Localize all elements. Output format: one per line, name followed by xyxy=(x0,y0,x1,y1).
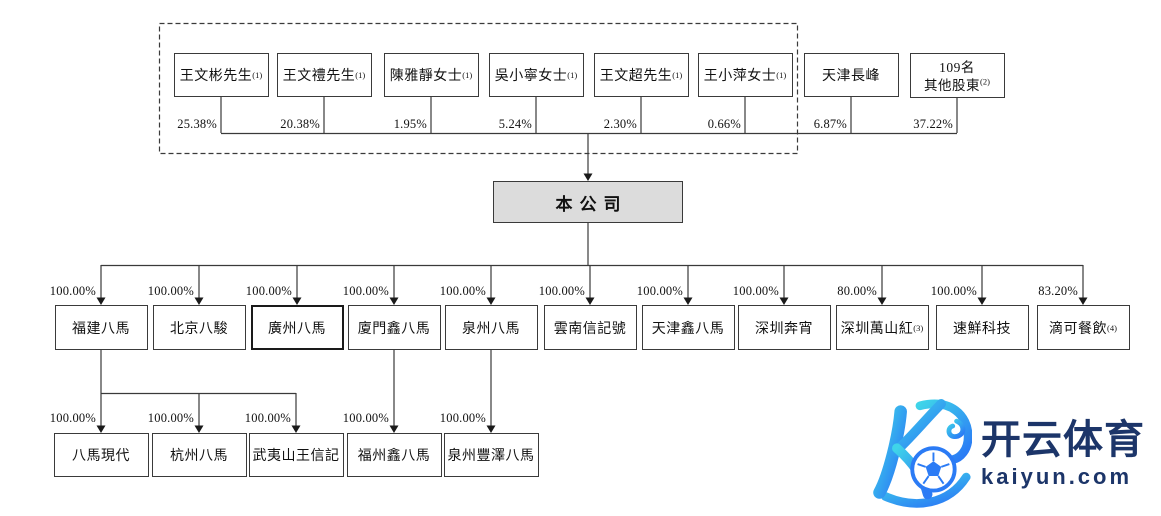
subsidiary-name: 泉州八馬 xyxy=(462,321,520,337)
arrowheads xyxy=(96,173,1088,433)
ownership-pct-label: 100.00% xyxy=(147,284,194,298)
ownership-pct-label: 20.38% xyxy=(280,117,320,131)
ownership-pct-label: 100.00% xyxy=(49,284,96,298)
subsubsidiary-box: 八馬現代 xyxy=(53,433,149,477)
subsidiary-name: 廈門鑫八馬 xyxy=(357,321,431,337)
shareholder-name: 王小萍女士 xyxy=(703,69,777,84)
subsidiary-name: 雲南信記號 xyxy=(553,321,627,337)
ownership-pct-label: 100.00% xyxy=(538,284,585,298)
subsidiary-box: 雲南信記號 xyxy=(543,305,637,350)
shareholder-name: 王文彬先生 xyxy=(179,69,253,84)
ownership-pct-label: 100.00% xyxy=(342,284,389,298)
kaiyun-logo-text: 开云体育 kaiyun.com xyxy=(981,419,1145,488)
ownership-pct-label: 37.22% xyxy=(913,117,953,131)
subsubsidiary-name: 八馬現代 xyxy=(72,449,130,464)
subsidiary-box: 天津鑫八馬 xyxy=(641,305,735,350)
shareholder-box: 天津長峰 xyxy=(803,53,899,97)
subsubsidiary-name: 武夷山王信記 xyxy=(252,449,340,464)
ownership-pct-label: 1.95% xyxy=(393,117,427,131)
subsidiary-box: 深圳萬山紅(3) xyxy=(835,305,929,350)
subsubsidiary-box: 泉州豐澤八馬 xyxy=(443,433,539,477)
shareholder-name: 陳雅靜女士 xyxy=(389,69,463,84)
shareholder-box: 109名其他股東(2) xyxy=(909,53,1005,98)
shareholder-box: 吳小寧女士(1) xyxy=(488,53,584,97)
ownership-pct-label: 100.00% xyxy=(245,284,292,298)
subsubsidiary-name: 泉州豐澤八馬 xyxy=(447,449,535,464)
kaiyun-logo-mark xyxy=(873,399,972,508)
shareholder-box: 王文超先生(1) xyxy=(593,53,689,97)
subsidiary-box: 泉州八馬 xyxy=(444,305,538,350)
ownership-pct-label: 100.00% xyxy=(439,411,486,425)
subsidiary-box: 福建八馬 xyxy=(54,305,148,350)
ownership-pct-label: 100.00% xyxy=(930,284,977,298)
subsidiary-name: 深圳奔宵 xyxy=(755,321,813,337)
subsidiary-name: 深圳萬山紅 xyxy=(840,321,914,337)
subsubsidiary-box: 福州鑫八馬 xyxy=(346,433,442,477)
shareholder-box: 王文彬先生(1) xyxy=(173,53,269,97)
subsidiary-box: 廣州八馬 xyxy=(250,305,344,350)
ownership-pct-label: 100.00% xyxy=(49,411,96,425)
subsidiary-name: 滴可餐飲 xyxy=(1049,321,1108,337)
kaiyun-logo-title: 开云体育 xyxy=(981,417,1145,462)
subsubsidiary-box: 杭州八馬 xyxy=(151,433,247,477)
shareholder-box: 王小萍女士(1) xyxy=(697,53,793,97)
subsubsidiary-name: 杭州八馬 xyxy=(170,449,228,464)
shareholder-name: 王文超先生 xyxy=(599,69,673,84)
shareholder-box: 陳雅靜女士(1) xyxy=(383,53,479,97)
ownership-pct-label: 100.00% xyxy=(732,284,779,298)
shareholder-name: 天津長峰 xyxy=(822,69,880,84)
shareholder-name: 其他股東 xyxy=(924,78,981,94)
ownership-pct-label: 83.20% xyxy=(1038,284,1078,298)
subsidiary-name: 天津鑫八馬 xyxy=(651,321,725,337)
subsubsidiary-box: 武夷山王信記 xyxy=(248,433,344,477)
ownership-pct-label: 100.00% xyxy=(342,411,389,425)
shareholder-box: 王文禮先生(1) xyxy=(276,53,372,97)
subsidiary-name: 福建八馬 xyxy=(72,321,130,337)
company-box: 本公司 xyxy=(493,181,683,223)
ownership-pct-label: 5.24% xyxy=(498,117,532,131)
company-name: 本公司 xyxy=(555,194,628,214)
ownership-pct-label: 6.87% xyxy=(813,117,847,131)
footnote-marker: (2) xyxy=(980,76,990,87)
subsidiary-box: 滴可餐飲(4) xyxy=(1036,305,1130,350)
subsubsidiary-name: 福州鑫八馬 xyxy=(357,449,431,464)
subsidiary-name: 速鮮科技 xyxy=(953,321,1011,337)
subsidiary-box: 廈門鑫八馬 xyxy=(347,305,441,350)
ownership-pct-label: 100.00% xyxy=(244,411,291,425)
ownership-pct-label: 80.00% xyxy=(837,284,877,298)
subsidiary-box: 深圳奔宵 xyxy=(737,305,831,350)
kaiyun-logo[interactable]: 开云体育 kaiyun.com xyxy=(866,391,1160,515)
ownership-pct-label: 100.00% xyxy=(439,284,486,298)
shareholder-name: 王文禮先生 xyxy=(282,69,356,84)
shareholder-name: 吳小寧女士 xyxy=(494,69,568,84)
ownership-pct-label: 25.38% xyxy=(177,117,217,131)
ownership-pct-label: 100.00% xyxy=(636,284,683,298)
ownership-pct-label: 2.30% xyxy=(603,117,637,131)
subsidiary-box: 北京八駿 xyxy=(152,305,246,350)
shareholder-name: 109名 xyxy=(939,60,975,75)
subsidiary-name: 廣州八馬 xyxy=(268,321,326,337)
ownership-pct-label: 100.00% xyxy=(147,411,194,425)
ownership-pct-label: 0.66% xyxy=(707,117,741,131)
soccer-ball-icon xyxy=(910,446,957,493)
subsidiary-name: 北京八駿 xyxy=(170,321,228,337)
subsidiary-box: 速鮮科技 xyxy=(935,305,1029,350)
kaiyun-logo-domain: kaiyun.com xyxy=(981,463,1133,489)
